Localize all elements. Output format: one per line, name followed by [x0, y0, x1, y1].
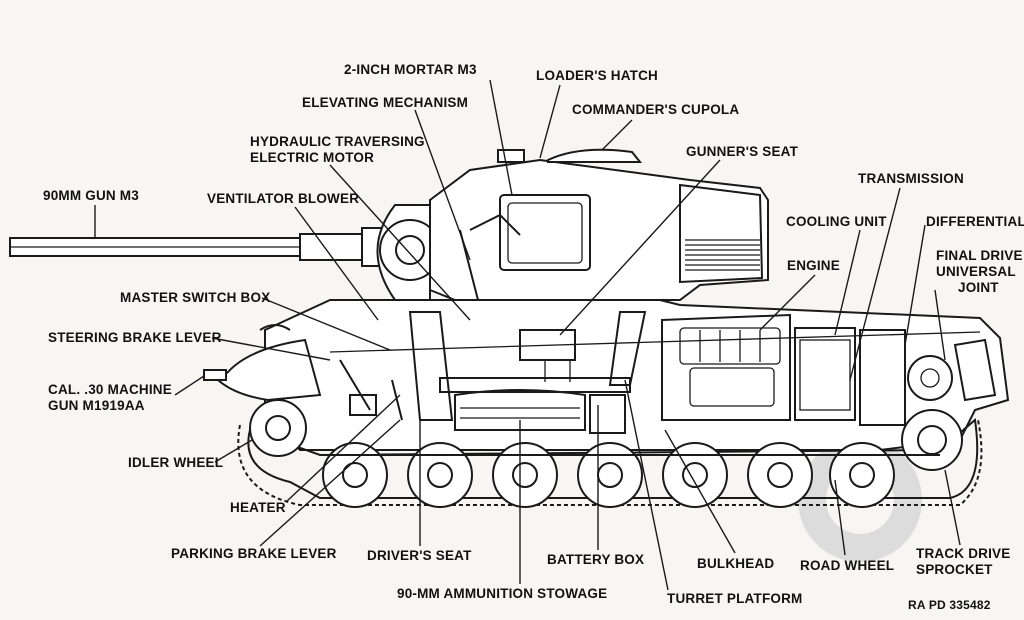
leader-engine	[759, 274, 816, 331]
label-sprocket-line-2: SPROCKET	[916, 562, 993, 577]
leader-differential	[904, 224, 926, 346]
label-drivers-seat: DRIVER'S SEAT	[367, 548, 472, 563]
label-final-drive-line-3: JOINT	[958, 280, 999, 295]
leader-road-wheel	[834, 479, 846, 556]
leader-mortar	[489, 79, 513, 196]
label-engine: ENGINE	[787, 258, 840, 273]
label-final-drive-line-1: FINAL DRIVE	[936, 248, 1023, 263]
leader-mg	[174, 375, 205, 396]
label-heater: HEATER	[230, 500, 286, 515]
label-ventilator-blower: VENTILATOR BLOWER	[207, 191, 359, 206]
label-bulkhead: BULKHEAD	[697, 556, 774, 571]
callout-labels: 2-INCH MORTAR M3 LOADER'S HATCH ELEVATIN…	[43, 62, 1024, 612]
leader-sprocket	[944, 469, 961, 546]
label-90mm-gun: 90MM GUN M3	[43, 188, 139, 203]
label-master-switch-box: MASTER SWITCH BOX	[120, 290, 270, 305]
label-hydraulic-line-1: HYDRAULIC TRAVERSING	[250, 134, 425, 149]
leader-gunners-seat	[559, 159, 721, 336]
leader-steering	[211, 337, 331, 361]
label-mg-line-2: GUN M1919AA	[48, 398, 145, 413]
label-idler-wheel: IDLER WHEEL	[128, 455, 223, 470]
label-battery-box: BATTERY BOX	[547, 552, 644, 567]
label-sprocket-line-1: TRACK DRIVE	[916, 546, 1010, 561]
label-elevating-mechanism: ELEVATING MECHANISM	[302, 95, 468, 110]
leader-cooling	[834, 229, 861, 336]
leader-ventilator	[294, 206, 379, 321]
hull	[203, 299, 1010, 451]
label-transmission: TRANSMISSION	[858, 171, 964, 186]
leader-elevating	[414, 109, 471, 261]
label-mg-line-1: CAL. .30 MACHINE	[48, 382, 172, 397]
leader-hydraulic	[329, 164, 471, 321]
tank-illustration	[9, 148, 1010, 508]
label-cooling-unit: COOLING UNIT	[786, 214, 887, 229]
leader-parking	[259, 419, 401, 547]
label-hydraulic-line-2: ELECTRIC MOTOR	[250, 150, 374, 165]
label-differential: DIFFERENTIAL	[926, 214, 1024, 229]
leader-transmission	[849, 187, 901, 381]
leader-cupola	[601, 119, 633, 151]
leader-final-drive	[934, 289, 946, 361]
label-steering-brake-lever: STEERING BRAKE LEVER	[48, 330, 222, 345]
figure-reference: RA PD 335482	[908, 598, 991, 612]
label-commanders-cupola: COMMANDER'S CUPOLA	[572, 102, 739, 117]
gun-barrel	[9, 227, 387, 267]
label-turret-platform: TURRET PLATFORM	[667, 591, 802, 606]
label-final-drive-line-2: UNIVERSAL	[936, 264, 1016, 279]
leader-idler	[214, 439, 253, 463]
label-road-wheel: ROAD WHEEL	[800, 558, 894, 573]
label-parking-brake-lever: PARKING BRAKE LEVER	[171, 546, 337, 561]
label-mortar: 2-INCH MORTAR M3	[344, 62, 477, 77]
label-gunners-seat: GUNNER'S SEAT	[686, 144, 799, 159]
track-assembly	[237, 399, 983, 508]
leader-lines	[94, 79, 961, 591]
leader-master-switch	[261, 297, 391, 351]
leader-bulkhead	[664, 429, 736, 554]
label-loaders-hatch: LOADER'S HATCH	[536, 68, 658, 83]
leader-loaders-hatch	[539, 84, 561, 159]
leader-platform	[624, 379, 669, 591]
label-ammunition-stowage: 90-MM AMMUNITION STOWAGE	[397, 586, 607, 601]
leader-heater	[285, 394, 401, 503]
